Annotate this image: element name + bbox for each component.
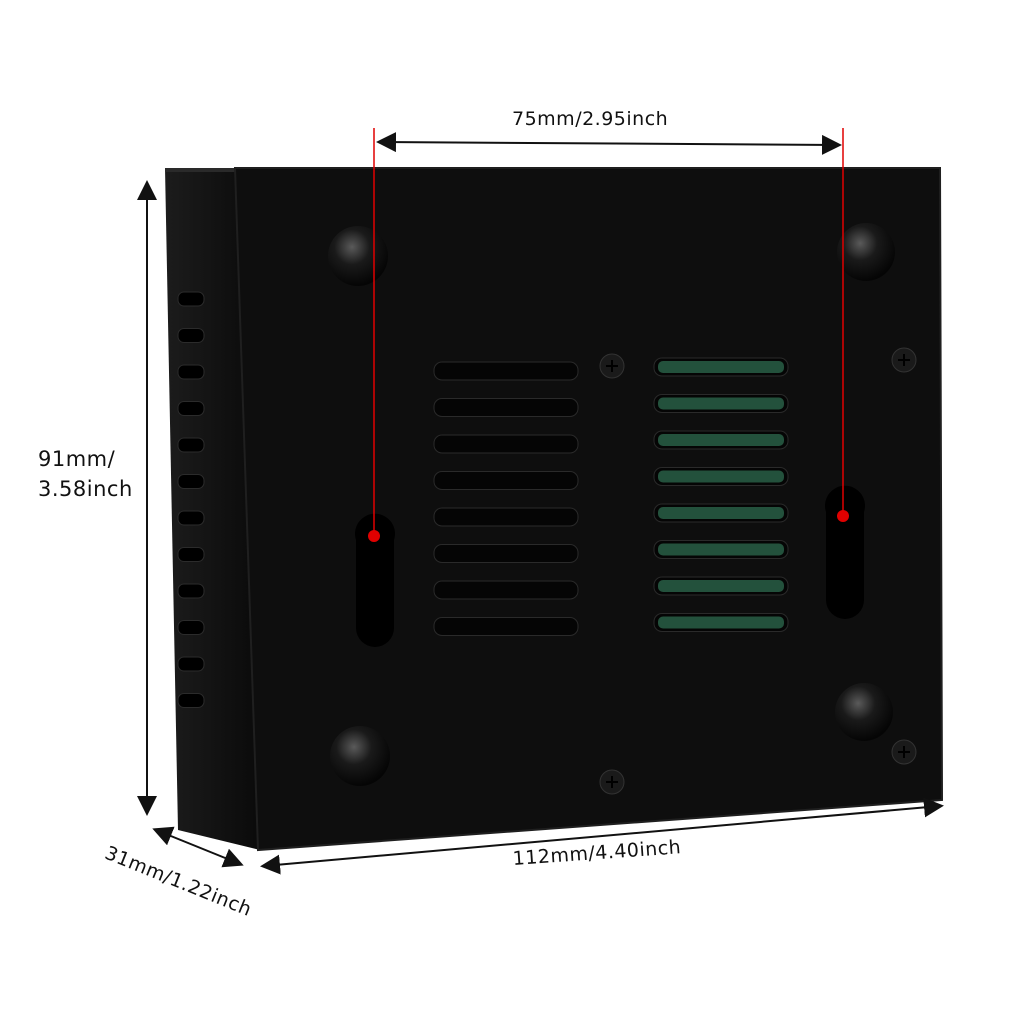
vent-slot xyxy=(433,544,579,563)
dimension-arrows xyxy=(137,132,944,875)
vent-slot xyxy=(433,617,579,636)
side-vent-slot xyxy=(177,328,205,343)
side-vent-slot xyxy=(177,656,205,672)
side-vent-slot xyxy=(177,364,205,380)
mount-spacing-label: 75mm/2.95inch xyxy=(512,108,669,130)
side-vent-slot xyxy=(177,620,205,635)
vent-slot xyxy=(433,398,579,417)
keyhole-mount-slot xyxy=(355,485,865,647)
vent-slot xyxy=(433,434,579,454)
height-label-mm: 91mm/ xyxy=(38,447,116,471)
height-label-inch: 3.58inch xyxy=(38,477,133,501)
mount-marker xyxy=(368,128,849,542)
vent-slot xyxy=(433,507,579,527)
side-vent-slot xyxy=(177,437,205,453)
vent-slot xyxy=(433,580,579,600)
left-vent-grille xyxy=(433,361,579,636)
side-vent-slot xyxy=(177,583,205,599)
height-label: 91mm/ 3.58inch xyxy=(38,444,133,504)
side-vent-slot xyxy=(177,693,205,708)
vent-slot xyxy=(433,361,579,381)
rubber-foot-icon xyxy=(328,223,895,786)
vent-slot xyxy=(433,471,579,490)
side-vent-slot xyxy=(177,291,205,307)
side-vent-slot xyxy=(177,510,205,526)
side-vent-slots xyxy=(177,291,205,708)
side-vent-slot xyxy=(177,547,205,562)
side-vent-slot xyxy=(177,474,205,489)
right-vent-grille xyxy=(653,357,789,632)
screw-icon xyxy=(599,347,917,795)
side-vent-slot xyxy=(177,401,205,416)
